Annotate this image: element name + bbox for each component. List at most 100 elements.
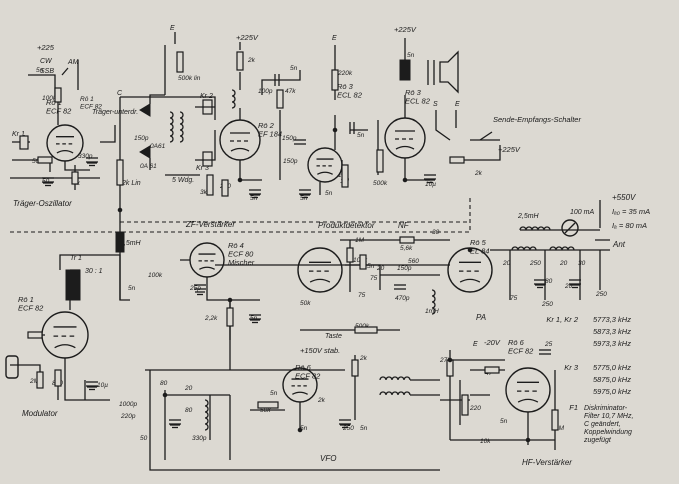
mode-cw: CW: [40, 58, 53, 65]
resistor-value: 2,2k: [204, 315, 218, 322]
crystal-kr1-label: Kr 1: [12, 131, 25, 138]
resistor-47: [484, 366, 500, 374]
label-e: E: [473, 341, 478, 348]
junction: [525, 437, 531, 443]
junction: [332, 127, 338, 133]
label-s: S: [433, 101, 438, 108]
junction: [297, 427, 303, 433]
coil-label: 1mH: [425, 308, 439, 315]
pi-coil: [511, 246, 537, 251]
junction: [402, 177, 408, 183]
coil-hf: [379, 391, 411, 396]
cap-value: 10µ: [425, 181, 436, 188]
resistor-2k: [449, 156, 465, 164]
resistor-value: 2k: [247, 57, 256, 64]
cap-value: 250: [342, 425, 354, 432]
transformer-ratio: 30 : 1: [85, 268, 103, 275]
pot-500k-lin: [176, 51, 184, 73]
junction: [237, 177, 243, 183]
cap-value: 5n: [500, 418, 508, 425]
tube-cathode: [230, 147, 250, 152]
crystal-kr1: [19, 135, 29, 150]
pot-2k-lin: [116, 159, 124, 186]
freq-table-key: Kr 3: [564, 363, 579, 372]
tube-ro4: [189, 242, 225, 278]
cap-value: 30: [432, 229, 440, 236]
voltage-label-20: -20V: [484, 338, 501, 347]
tube-ro2: [219, 119, 261, 161]
voltage-label-550: +550V: [612, 193, 636, 202]
coil-vfo: [204, 399, 209, 431]
freq-table-value: 5775,0 kHz: [593, 363, 631, 372]
cap-value: 5n: [290, 65, 298, 72]
cap-value: 330p: [78, 153, 93, 160]
coil-label: 5 Wdg.: [172, 177, 194, 184]
section-pa: PA: [476, 313, 486, 322]
voltage-label-stab: +150V stab.: [300, 346, 340, 355]
tube-cathode: [395, 145, 415, 150]
resistor-value: 100k: [148, 272, 163, 279]
resistor-3k: [206, 174, 214, 196]
ammeter-needle: [564, 222, 576, 234]
cap-value: 75: [370, 275, 378, 282]
cap-value: 5n: [407, 52, 415, 59]
junction: [447, 357, 453, 363]
cap-value: 80: [185, 407, 193, 414]
resistor-500k: [354, 326, 378, 334]
label-e: E: [332, 35, 337, 42]
resistor-value: 20: [564, 283, 573, 290]
cap-value: 150p: [283, 158, 298, 165]
cap-value: 330p: [192, 435, 207, 442]
resistor-220k: [331, 69, 339, 91]
wire: [440, 350, 556, 450]
section-traeger-oszillator: Träger-Oszillator: [13, 199, 72, 208]
resistor-47k: [276, 89, 284, 109]
voltage-label-225: +225V: [498, 145, 521, 154]
cap-value: 25: [544, 341, 553, 348]
transformer-label: Tr 1: [70, 255, 82, 262]
freq-table-value: 5873,3 kHz: [593, 327, 631, 336]
resistor-value: 5,6k: [400, 245, 413, 252]
pot-label: 500k lin: [178, 75, 201, 82]
freq-table-value: 5875,0 kHz: [593, 375, 631, 384]
section-modulator: Modulator: [22, 409, 58, 418]
cap-value: 150p: [397, 265, 412, 272]
cap-value: 5n: [36, 67, 44, 74]
coil-f1: [179, 111, 184, 143]
microphone-icon: [5, 355, 19, 379]
cap-value: 5n: [250, 195, 258, 202]
wire: [435, 110, 501, 161]
resistor-value: 3k: [200, 189, 208, 196]
cap-value: 75: [358, 292, 366, 299]
speaker-icon: [439, 50, 459, 94]
diode-label: 0A61: [150, 143, 166, 150]
crystal-kr3-label: Kr 3: [196, 165, 209, 172]
resistor-220: [221, 179, 229, 197]
resistor-value: 1M: [555, 425, 565, 432]
diode: [139, 145, 151, 159]
resistor-value: 20: [184, 385, 193, 392]
voltage-label-225: +225V: [394, 25, 417, 34]
tube-ro6-hf: [505, 367, 551, 413]
wire: [10, 161, 100, 190]
tube-cathode: [517, 398, 539, 403]
resistor-value: 2k: [359, 355, 368, 362]
label-e: E: [170, 25, 175, 32]
mode-am: AM: [67, 59, 79, 66]
cap-value: 5n: [367, 263, 375, 270]
cap-value: 150p: [282, 135, 297, 142]
resistor-1m: [341, 164, 349, 188]
coil-hf: [379, 376, 411, 381]
resistor-value: 27k: [439, 357, 451, 364]
wire: [410, 379, 440, 396]
freq-table-value: 5773,3 kHz: [593, 315, 631, 324]
freq-table-key: Kr 1, Kr 2: [546, 315, 579, 324]
tube-ro3-center: [307, 147, 343, 183]
cap-value: 5n: [300, 425, 308, 432]
resistor-4k: [71, 171, 79, 185]
wire: [340, 239, 450, 292]
